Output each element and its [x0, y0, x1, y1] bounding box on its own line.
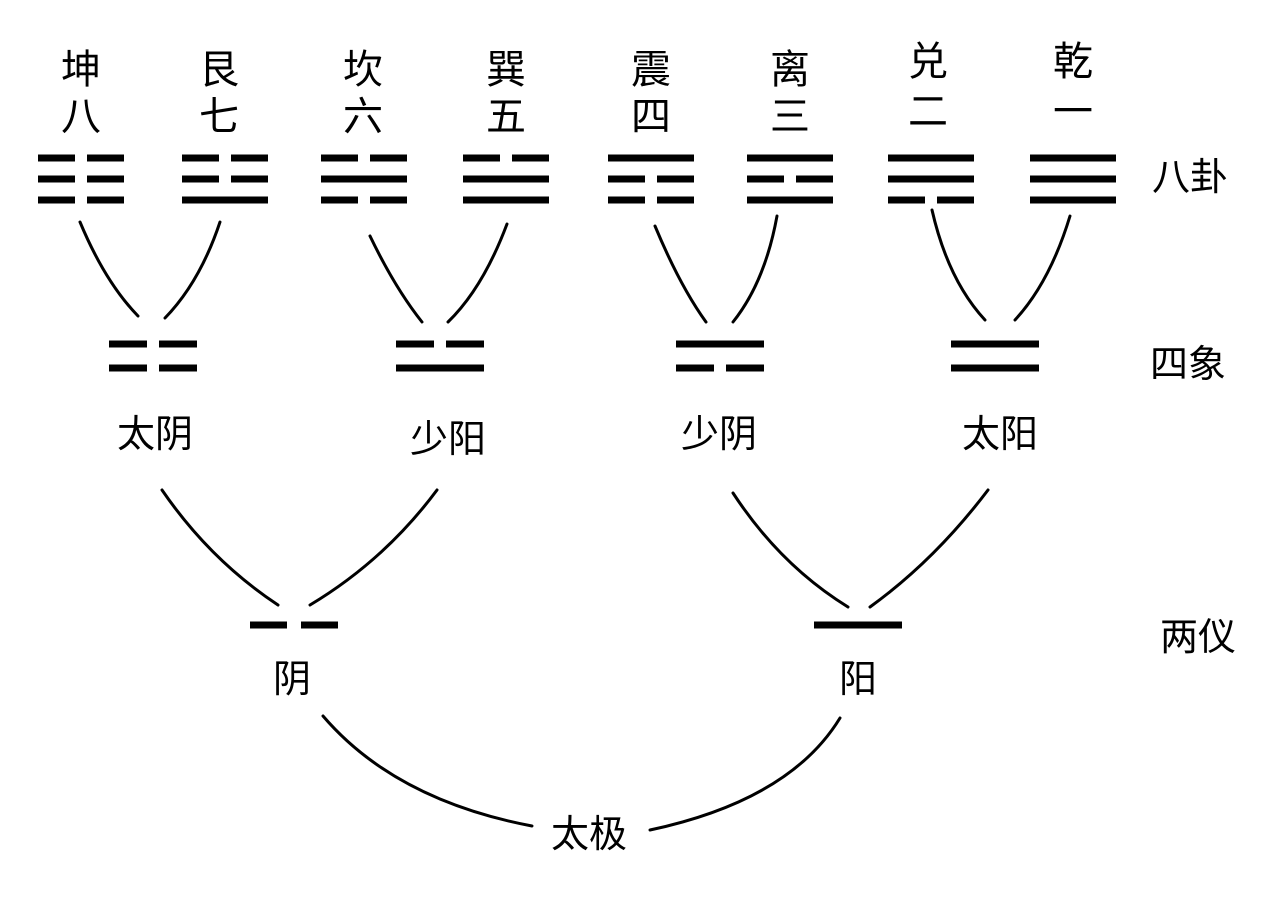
trigram-0-line-0-yin-right — [87, 196, 124, 204]
connector-four-images-to-yin-left — [160, 488, 280, 607]
four-image-0-line-1-yin-left — [109, 340, 147, 348]
level-label-liangyi: 两仪 — [1160, 615, 1237, 659]
connector-four-images-to-yin-right — [308, 488, 439, 607]
trigram-1-line-2-yin-right — [231, 154, 268, 162]
trigram-6-line-1-yang — [888, 175, 974, 183]
trigram-number-kun: 八 — [61, 94, 101, 140]
trigram-name-dui: 兑 — [908, 39, 948, 85]
four-image-label-shaoyin: 少阴 — [680, 412, 758, 456]
two-mode-1-line-0-yang — [814, 621, 902, 629]
trigram-0-line-0-yin-left — [38, 196, 75, 204]
trigram-3-line-2-yin-left — [463, 154, 500, 162]
trigram-5-line-1-yin-left — [747, 175, 784, 183]
connector-trigrams-to-four-image-1-left — [368, 234, 424, 324]
trigram-3-line-2-yin-right — [512, 154, 549, 162]
level-label-sixiang: 四象 — [1150, 342, 1227, 386]
four-image-2-line-1-yang — [676, 340, 764, 348]
trigram-1-line-1-yin-left — [182, 175, 219, 183]
trigram-number-kan: 六 — [343, 94, 383, 140]
four-image-0-line-1-yin-right — [159, 340, 197, 348]
connector-four-images-to-yang-left — [731, 491, 850, 609]
trigram-number-xun: 五 — [486, 94, 526, 140]
trigram-1-line-2-yin-left — [182, 154, 219, 162]
trigram-0-line-2-yin-right — [87, 154, 124, 162]
four-image-0-line-0-yin-left — [109, 364, 147, 372]
connector-trigrams-to-four-image-0-right — [163, 220, 222, 320]
connector-yin-to-taiji — [321, 714, 534, 828]
trigram-5-line-1-yin-right — [796, 175, 833, 183]
root-label-taiji: 太极 — [550, 812, 628, 856]
trigram-number-dui: 二 — [908, 89, 948, 135]
four-image-3-line-1-yang — [951, 340, 1039, 348]
four-image-label-taiyin: 太阴 — [116, 412, 194, 456]
trigram-5-line-0-yang — [747, 196, 833, 204]
trigram-2-line-1-yang — [321, 175, 407, 183]
connector-four-images-to-yang-right — [868, 488, 990, 609]
connector-trigrams-to-four-image-3-left — [930, 208, 987, 322]
trigram-1-line-1-yin-right — [231, 175, 268, 183]
two-mode-0-line-0-yin-right — [301, 621, 338, 629]
trigram-6-line-2-yang — [888, 154, 974, 162]
trigram-name-zhen: 震 — [631, 47, 671, 93]
connector-yang-to-taiji — [648, 716, 842, 832]
trigram-4-line-1-yin-right — [657, 175, 694, 183]
trigram-name-gen: 艮 — [199, 47, 239, 93]
trigram-name-qian: 乾 — [1053, 39, 1093, 85]
connector-trigrams-to-four-image-1-right — [446, 222, 509, 324]
trigram-5-line-2-yang — [747, 154, 833, 162]
connector-trigrams-to-four-image-2-left — [653, 224, 708, 324]
trigram-number-li: 三 — [770, 94, 810, 140]
trigram-0-line-1-yin-left — [38, 175, 75, 183]
trigram-6-line-0-yin-right — [937, 196, 974, 204]
two-mode-0-line-0-yin-left — [250, 621, 287, 629]
four-image-label-shaoyang: 少阳 — [409, 417, 487, 461]
four-image-1-line-1-yin-left — [396, 340, 434, 348]
trigram-name-xun: 巽 — [486, 47, 526, 93]
four-image-2-line-0-yin-right — [726, 364, 764, 372]
trigram-0-line-1-yin-right — [87, 175, 124, 183]
trigram-3-line-1-yang — [463, 175, 549, 183]
two-mode-label-yang: 阳 — [838, 657, 878, 701]
four-image-2-line-0-yin-left — [676, 364, 714, 372]
trigram-4-line-0-yin-right — [657, 196, 694, 204]
trigram-name-kan: 坎 — [343, 47, 383, 93]
connector-trigrams-to-four-image-0-left — [78, 220, 140, 318]
trigram-2-line-2-yin-right — [370, 154, 407, 162]
level-label-bagua: 八卦 — [1152, 155, 1229, 199]
four-image-label-taiyang: 太阳 — [961, 412, 1039, 456]
trigram-number-qian: 一 — [1053, 89, 1093, 135]
four-image-1-line-0-yang — [396, 364, 484, 372]
trigram-3-line-0-yang — [463, 196, 549, 204]
trigram-name-li: 离 — [770, 47, 810, 93]
trigram-number-zhen: 四 — [631, 94, 671, 140]
trigram-6-line-0-yin-left — [888, 196, 925, 204]
four-image-1-line-1-yin-right — [446, 340, 484, 348]
trigram-2-line-0-yin-right — [370, 196, 407, 204]
trigram-number-gen: 七 — [199, 94, 239, 140]
trigram-7-line-1-yang — [1030, 175, 1116, 183]
trigram-2-line-0-yin-left — [321, 196, 358, 204]
connector-trigrams-to-four-image-2-right — [731, 214, 779, 324]
trigram-name-kun: 坤 — [61, 47, 101, 93]
trigram-4-line-0-yin-left — [608, 196, 645, 204]
trigram-4-line-2-yang — [608, 154, 694, 162]
trigram-7-line-2-yang — [1030, 154, 1116, 162]
trigram-1-line-0-yang — [182, 196, 268, 204]
trigram-4-line-1-yin-left — [608, 175, 645, 183]
trigram-2-line-2-yin-left — [321, 154, 358, 162]
four-image-0-line-0-yin-right — [159, 364, 197, 372]
connector-trigrams-to-four-image-3-right — [1013, 214, 1072, 322]
trigram-7-line-0-yang — [1030, 196, 1116, 204]
four-image-3-line-0-yang — [951, 364, 1039, 372]
trigram-0-line-2-yin-left — [38, 154, 75, 162]
two-mode-label-yin: 阴 — [272, 657, 312, 701]
